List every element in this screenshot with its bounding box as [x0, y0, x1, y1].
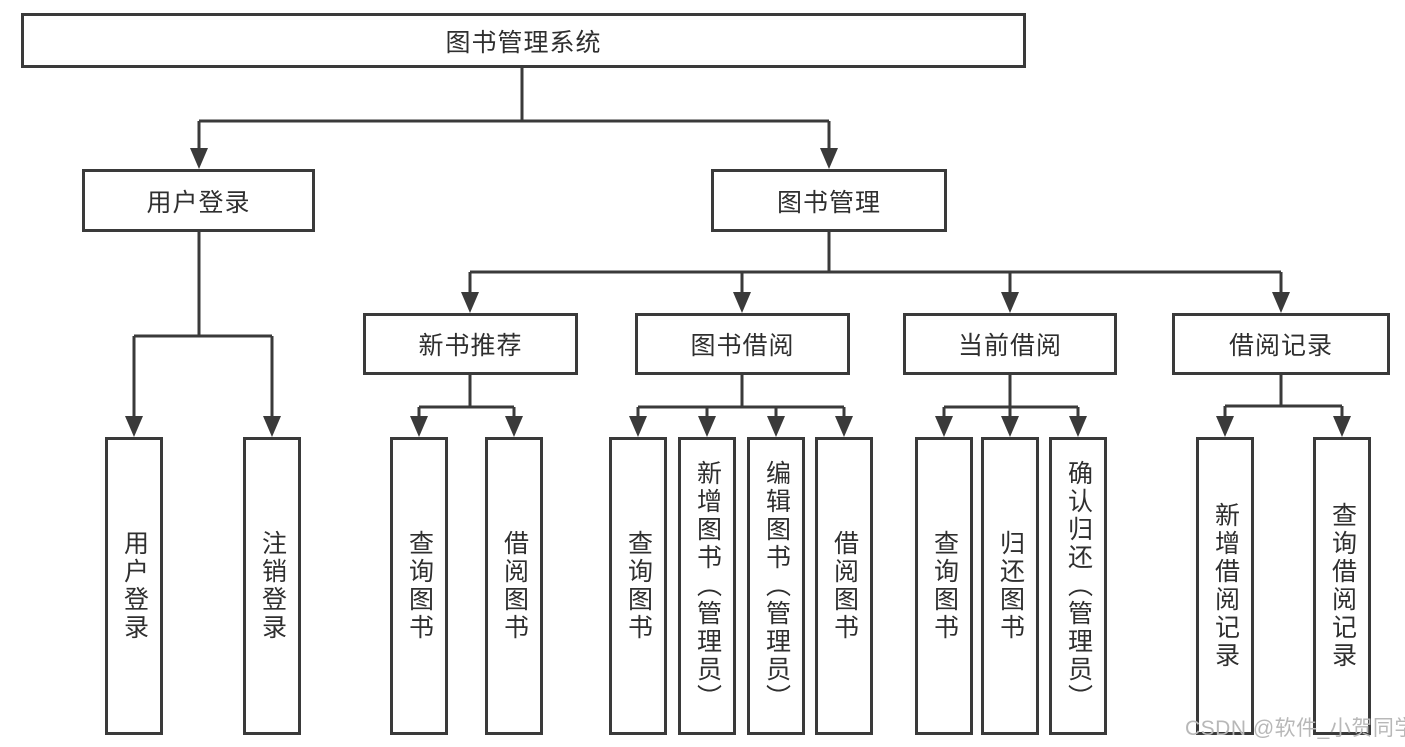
node-label: 借阅图书: [830, 530, 859, 642]
node-book-borrowing: 图书借阅: [635, 313, 850, 375]
node-library-management-system: 图书管理系统: [21, 13, 1026, 68]
arrowheads: [125, 148, 1351, 437]
leaf-edit-book-admin: 编辑图书（管理员）: [747, 437, 805, 735]
node-label: 注销登录: [258, 530, 287, 642]
node-label: 编辑图书（管理员）: [762, 460, 791, 712]
node-label: 确认归还（管理员）: [1064, 460, 1093, 712]
node-label: 当前借阅: [957, 332, 1062, 360]
leaf-borrow-book: 借阅图书: [815, 437, 873, 735]
node-label: 图书借阅: [690, 332, 795, 360]
leaf-logout: 注销登录: [243, 437, 301, 735]
leaf-query-borrow-record: 查询借阅记录: [1313, 437, 1371, 735]
csdn-watermark: CSDN @软件_小贺同学: [1185, 717, 1405, 740]
node-label: 查询图书: [624, 530, 653, 642]
node-label: 用户登录: [120, 530, 149, 642]
leaf-add-borrow-record: 新增借阅记录: [1196, 437, 1254, 735]
leaf-user-login: 用户登录: [105, 437, 163, 735]
node-user-login: 用户登录: [82, 169, 315, 232]
node-label: 用户登录: [146, 188, 251, 217]
leaf-query-book-recommend: 查询图书: [390, 437, 448, 735]
node-borrowing-records: 借阅记录: [1172, 313, 1390, 375]
node-label: 新增借阅记录: [1211, 502, 1240, 670]
node-label: 借阅图书: [500, 530, 529, 642]
node-label: 查询借阅记录: [1328, 502, 1357, 670]
node-label: 查询图书: [405, 530, 434, 642]
node-label: 图书管理系统: [445, 28, 602, 57]
leaf-confirm-return-admin: 确认归还（管理员）: [1049, 437, 1107, 735]
node-label: 图书管理: [776, 188, 881, 217]
node-label: 查询图书: [930, 530, 959, 642]
node-new-book-recommendation: 新书推荐: [363, 313, 578, 375]
leaf-borrow-book-recommend: 借阅图书: [485, 437, 543, 735]
leaf-query-book-borrowing: 查询图书: [609, 437, 667, 735]
leaf-return-book: 归还图书: [981, 437, 1039, 735]
leaf-add-book-admin: 新增图书（管理员）: [678, 437, 736, 735]
node-label: 借阅记录: [1228, 332, 1333, 360]
node-label: 新增图书（管理员）: [693, 460, 722, 712]
node-current-borrowing: 当前借阅: [903, 313, 1117, 375]
node-label: 新书推荐: [418, 332, 523, 360]
node-book-management: 图书管理: [711, 169, 947, 232]
leaf-query-book-current: 查询图书: [915, 437, 973, 735]
node-label: 归还图书: [996, 530, 1025, 642]
